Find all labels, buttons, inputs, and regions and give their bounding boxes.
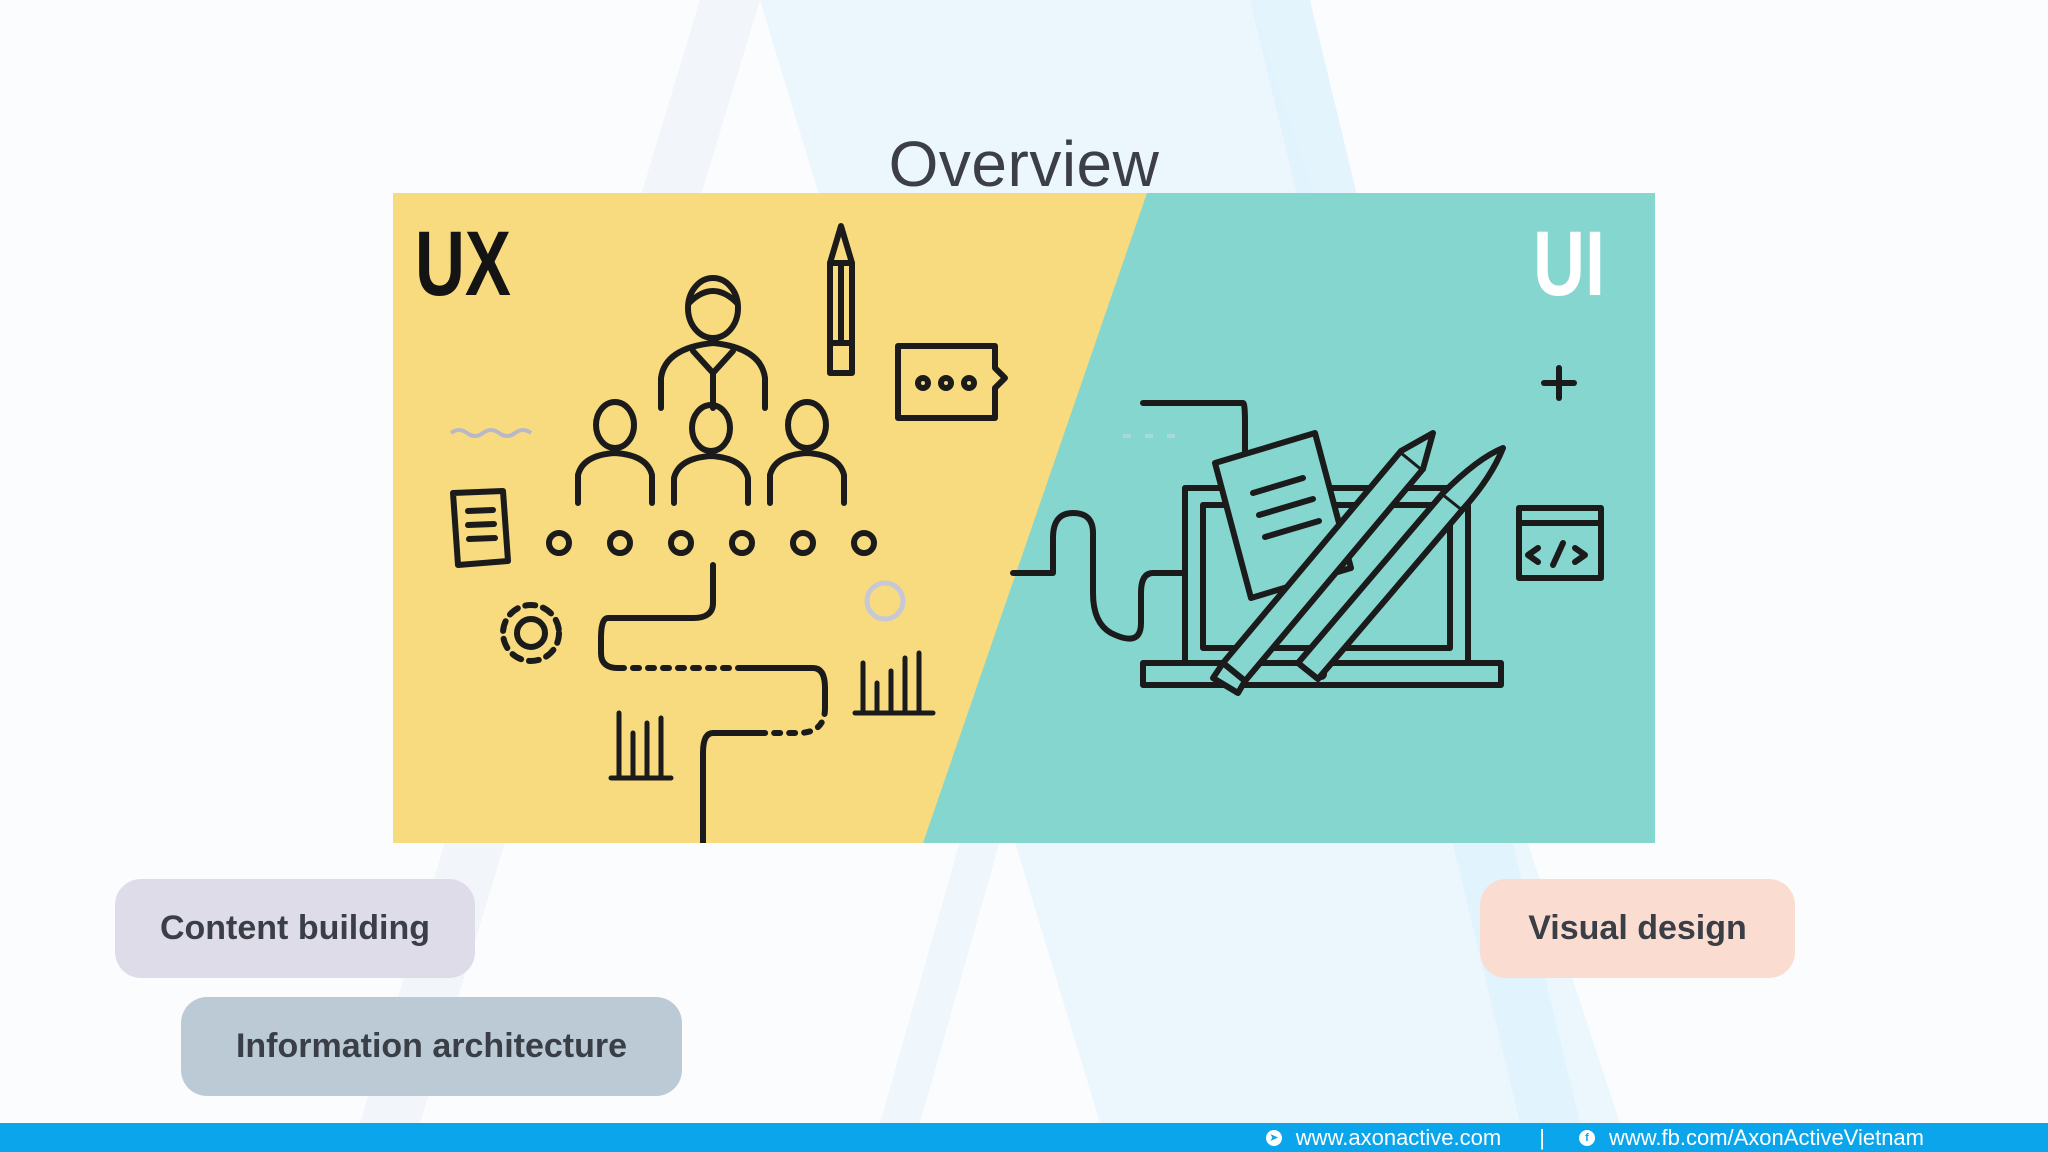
footer-separator: | [1539, 1124, 1545, 1150]
bar-chart-icon [608, 650, 936, 781]
slide-title: Overview [888, 127, 1160, 200]
ux-label: UX [415, 213, 511, 315]
journey-path [598, 562, 716, 671]
squiggle-icon [449, 428, 533, 438]
team-icon [575, 399, 847, 506]
document-icon [450, 488, 511, 568]
pencil-icon [827, 223, 855, 376]
footer-bar: ➤ www.axonactive.com | f www.fb.com/Axon… [0, 1123, 2048, 1152]
clock-faint-icon [864, 580, 906, 622]
gear-icon [500, 602, 562, 664]
ui-label: UI [1533, 213, 1605, 315]
cable-icon [1140, 400, 1248, 491]
code-window-icon [1516, 505, 1604, 581]
tag-visual-design: Visual design [1480, 879, 1795, 978]
website-link[interactable]: www.axonactive.com [1295, 1124, 1502, 1150]
facebook-link[interactable]: www.fb.com/AxonActiveVietnam [1608, 1124, 1924, 1150]
footer-links: ➤ www.axonactive.com | f www.fb.com/Axon… [1265, 1123, 1924, 1152]
steps-dots-icon [546, 530, 877, 556]
tag-information-architecture: Information architecture [181, 997, 682, 1096]
ux-ui-illustration: UX UI [393, 193, 1655, 843]
globe-icon: ➤ [1265, 1129, 1282, 1146]
plus-icon [1541, 365, 1577, 401]
facebook-icon: f [1578, 1129, 1595, 1146]
ux-ui-illustration-svg: UX UI [393, 193, 1655, 843]
pen-brush-icon [1210, 430, 1506, 696]
tag-content-building: Content building [115, 879, 475, 978]
chat-bubble-icon [895, 343, 1008, 421]
